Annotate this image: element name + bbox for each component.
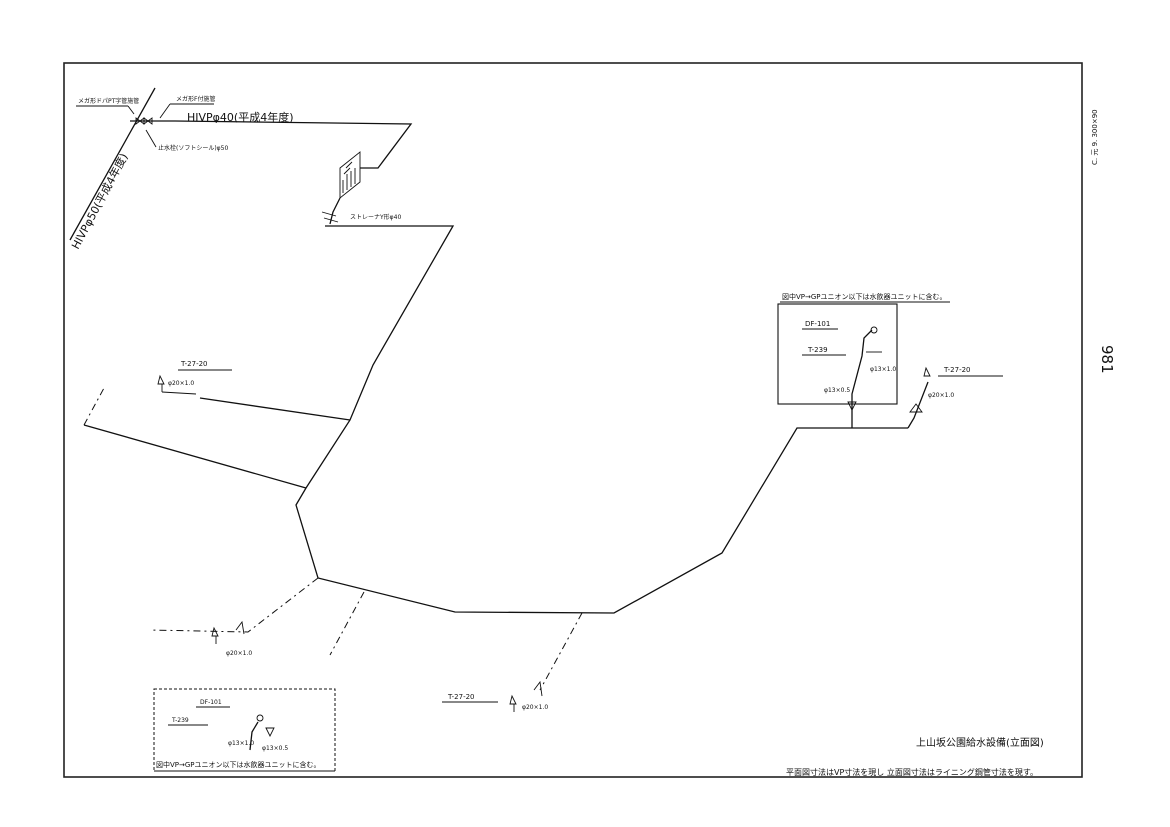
detail-box-left: DF-101 T-239 φ13×1.0 φ13×0.5 図中VP→GPユニオン…	[153, 688, 336, 772]
faucet-symbol	[157, 374, 197, 395]
detail-right-size-a: φ13×1.0	[870, 366, 896, 373]
detail-left-size-a: φ13×1.0	[228, 740, 254, 747]
stop-valve-label: 止水栓(ソフトシール)φ50	[158, 144, 228, 152]
faucet-symbol	[509, 680, 543, 712]
strainer-label: ストレーナY形φ40	[350, 213, 401, 221]
branch-pipe-left	[199, 397, 351, 421]
strainer-symbol	[321, 211, 339, 223]
water-meter-unit	[339, 151, 361, 199]
detail-right-caption: 図中VP→GPユニオン以下は水飲器ユニットに含む。	[782, 292, 947, 301]
gate-valve-symbol	[130, 117, 160, 125]
detail-left-t239: T-239	[171, 717, 189, 724]
branch-pipe-left-lower	[83, 424, 307, 489]
distribution-pipe	[295, 225, 848, 614]
drawing-note: 平面図寸法はVP寸法を現し 立面図寸法はライニング鋼管寸法を現す。	[786, 767, 1038, 777]
t27-a-label: T-27-20	[180, 360, 208, 368]
detail-right-size-b: φ13×0.5	[824, 387, 850, 394]
branch-pipe-right	[907, 381, 929, 429]
branch-pipe	[160, 120, 413, 169]
branch-pipe-dashed-lower	[329, 591, 365, 656]
detail-right-df: DF-101	[805, 320, 830, 328]
faucet-symbol	[211, 620, 245, 644]
detail-left-caption: 図中VP→GPユニオン以下は水飲器ユニットに含む。	[156, 760, 321, 769]
leader-line	[127, 105, 135, 115]
main-pipe-label: HIVPφ50(平成4年度)	[68, 151, 130, 252]
t27-c-label: T-27-20	[447, 693, 475, 701]
detail-left-df: DF-101	[200, 699, 222, 706]
branch-pipe-dashed-bottom	[539, 612, 583, 691]
detail-left-size-b: φ13×0.5	[262, 745, 288, 752]
drawing-frame	[63, 62, 1083, 778]
connection-note: メガ形ドパPT字管施管	[78, 97, 139, 105]
t27-a-size: φ20×1.0	[168, 380, 194, 387]
leader-line	[159, 103, 171, 119]
lower-left-size: φ20×1.0	[226, 650, 252, 657]
sheet-number: 981	[1098, 345, 1116, 374]
branch-pipe-dashed-lower	[149, 577, 319, 633]
branch-pipe-label: HIVPφ40(平成4年度)	[187, 110, 294, 124]
leader-line	[145, 129, 157, 148]
t27-c-size: φ20×1.0	[522, 704, 548, 711]
side-code: C. 元 9. 300×90	[1091, 109, 1099, 165]
faucet-symbol	[909, 366, 931, 413]
flange-note: メガ形F付施管	[176, 95, 215, 103]
branch-pipe-dashed	[83, 387, 105, 426]
detail-box-right: 図中VP→GPユニオン以下は水飲器ユニットに含む。 DF-101 T-239 φ…	[777, 292, 950, 428]
main-supply-pipe	[69, 87, 156, 241]
t27-b-label: T-27-20	[943, 366, 971, 374]
drawing-title: 上山坂公園給水設備(立面図)	[916, 736, 1044, 749]
t27-b-size: φ20×1.0	[928, 392, 954, 399]
detail-right-t239: T-239	[807, 346, 828, 354]
